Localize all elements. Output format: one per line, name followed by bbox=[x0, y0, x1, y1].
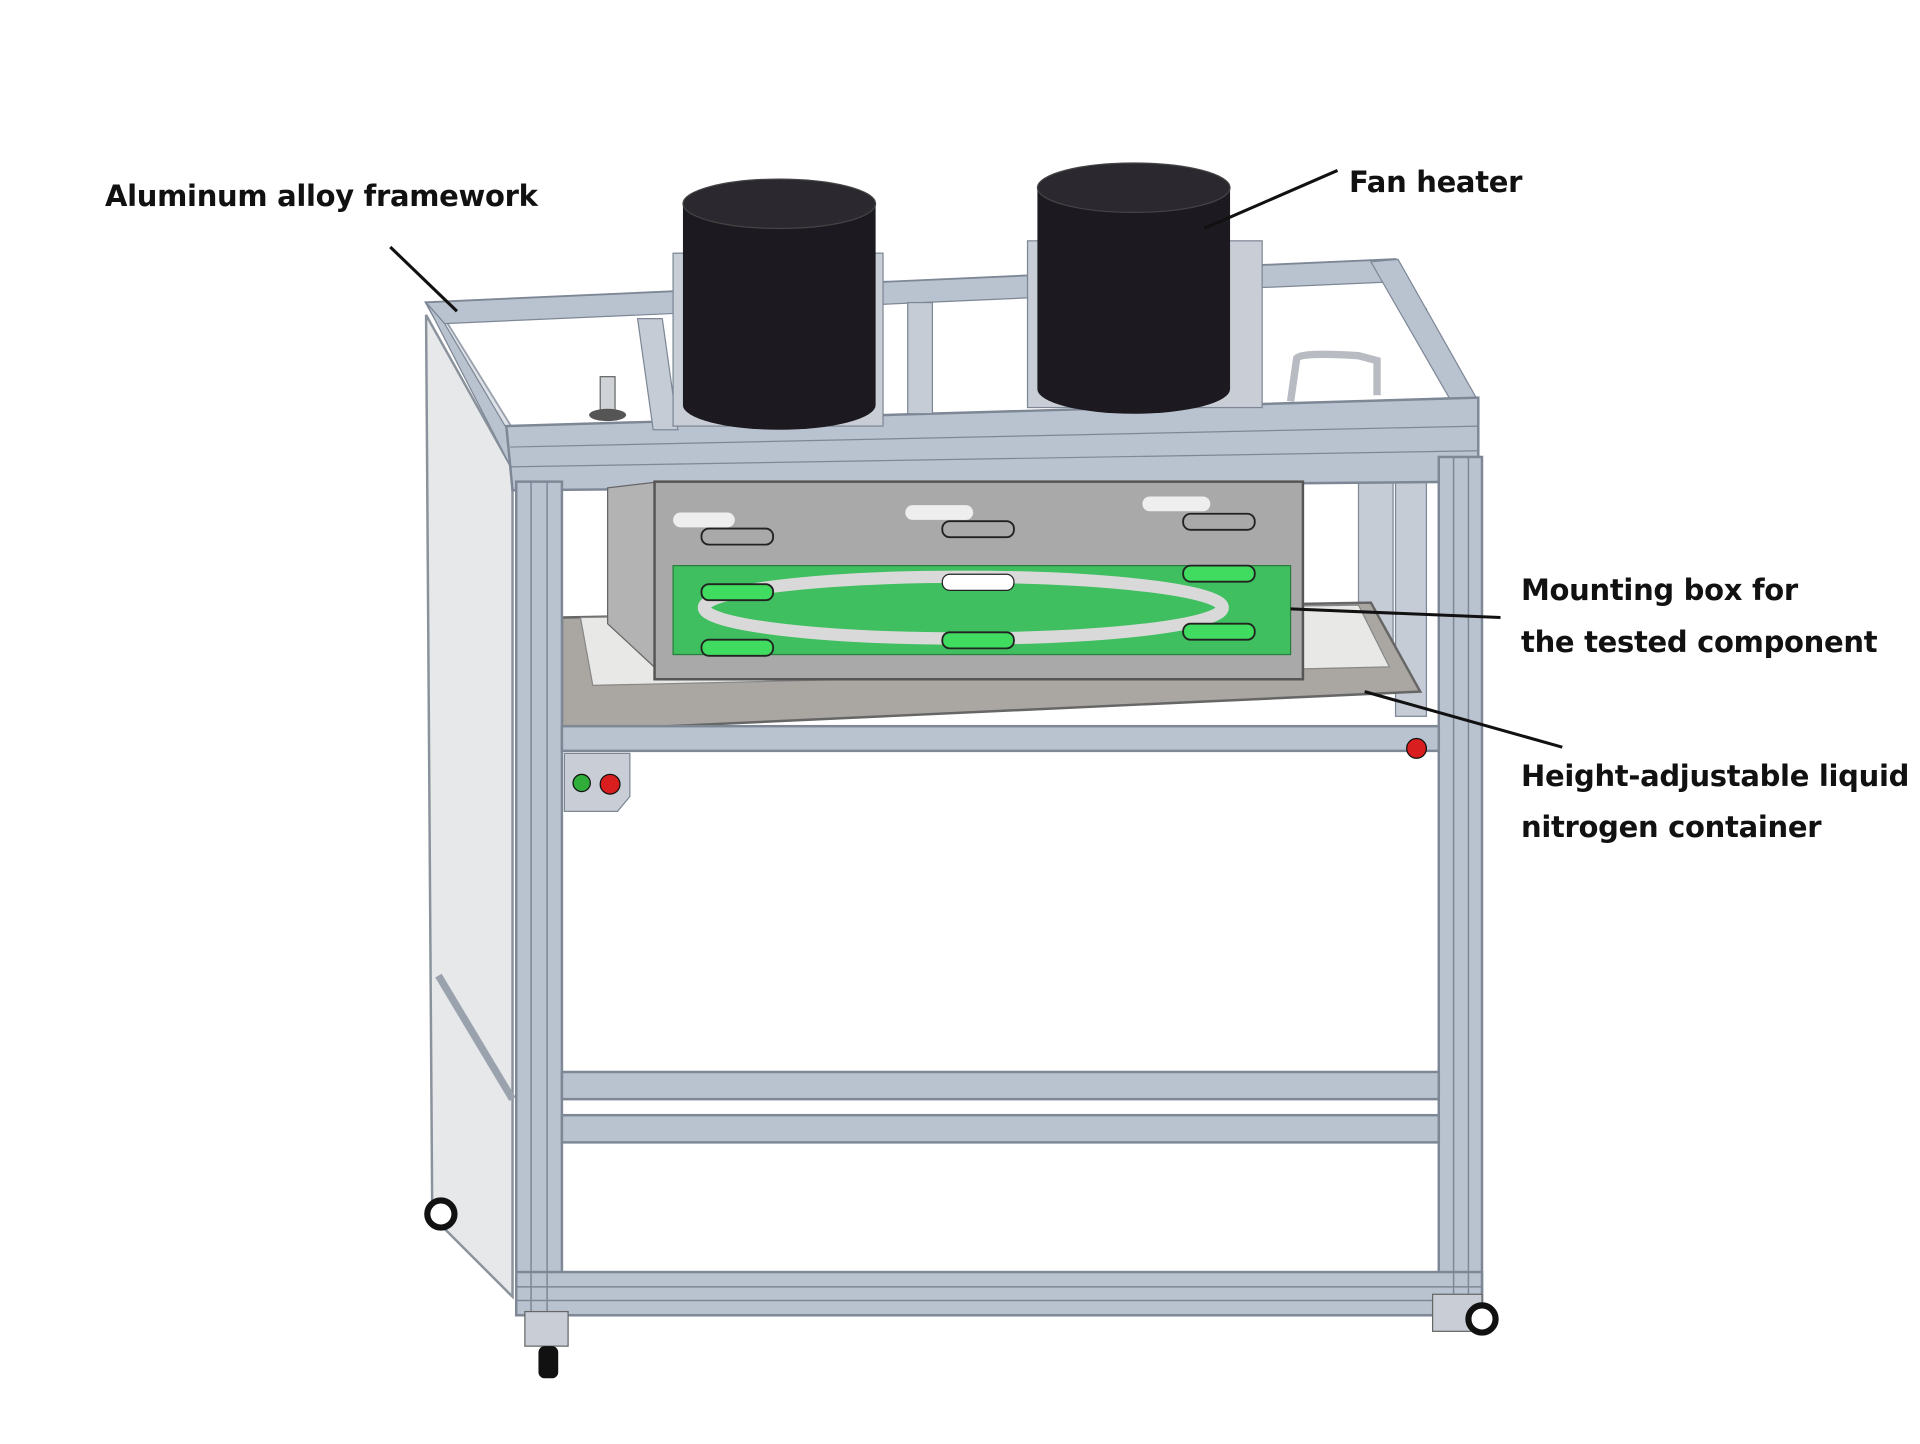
control-box bbox=[563, 752, 631, 813]
fan-heater-left bbox=[672, 178, 884, 430]
label-mounting-box-1: Mounting box for bbox=[1521, 573, 1798, 607]
aluminum-frame-top bbox=[424, 258, 1480, 492]
label-ln2-2: nitrogen container bbox=[1521, 810, 1822, 844]
caster-wheels bbox=[424, 1197, 1499, 1379]
leader-ln2 bbox=[1364, 690, 1563, 749]
aluminum-frame-front bbox=[514, 455, 1484, 1317]
label-mounting-box-2: the tested component bbox=[1521, 625, 1878, 659]
label-framework: Aluminum alloy framework bbox=[105, 179, 538, 213]
leader-mounting-box bbox=[1290, 607, 1501, 620]
label-ln2-1: Height-adjustable liquid bbox=[1521, 759, 1910, 793]
leader-fan-heater bbox=[1203, 169, 1339, 230]
indicator-red-left[interactable] bbox=[599, 773, 621, 795]
power-switch-green[interactable] bbox=[572, 773, 591, 793]
fan-heater-right bbox=[1026, 162, 1263, 414]
left-side-panel bbox=[424, 314, 514, 1300]
label-fan-heater: Fan heater bbox=[1349, 165, 1523, 199]
leader-framework bbox=[389, 245, 459, 313]
indicator-red-right[interactable] bbox=[1406, 737, 1428, 759]
mounting-box bbox=[607, 480, 1305, 681]
